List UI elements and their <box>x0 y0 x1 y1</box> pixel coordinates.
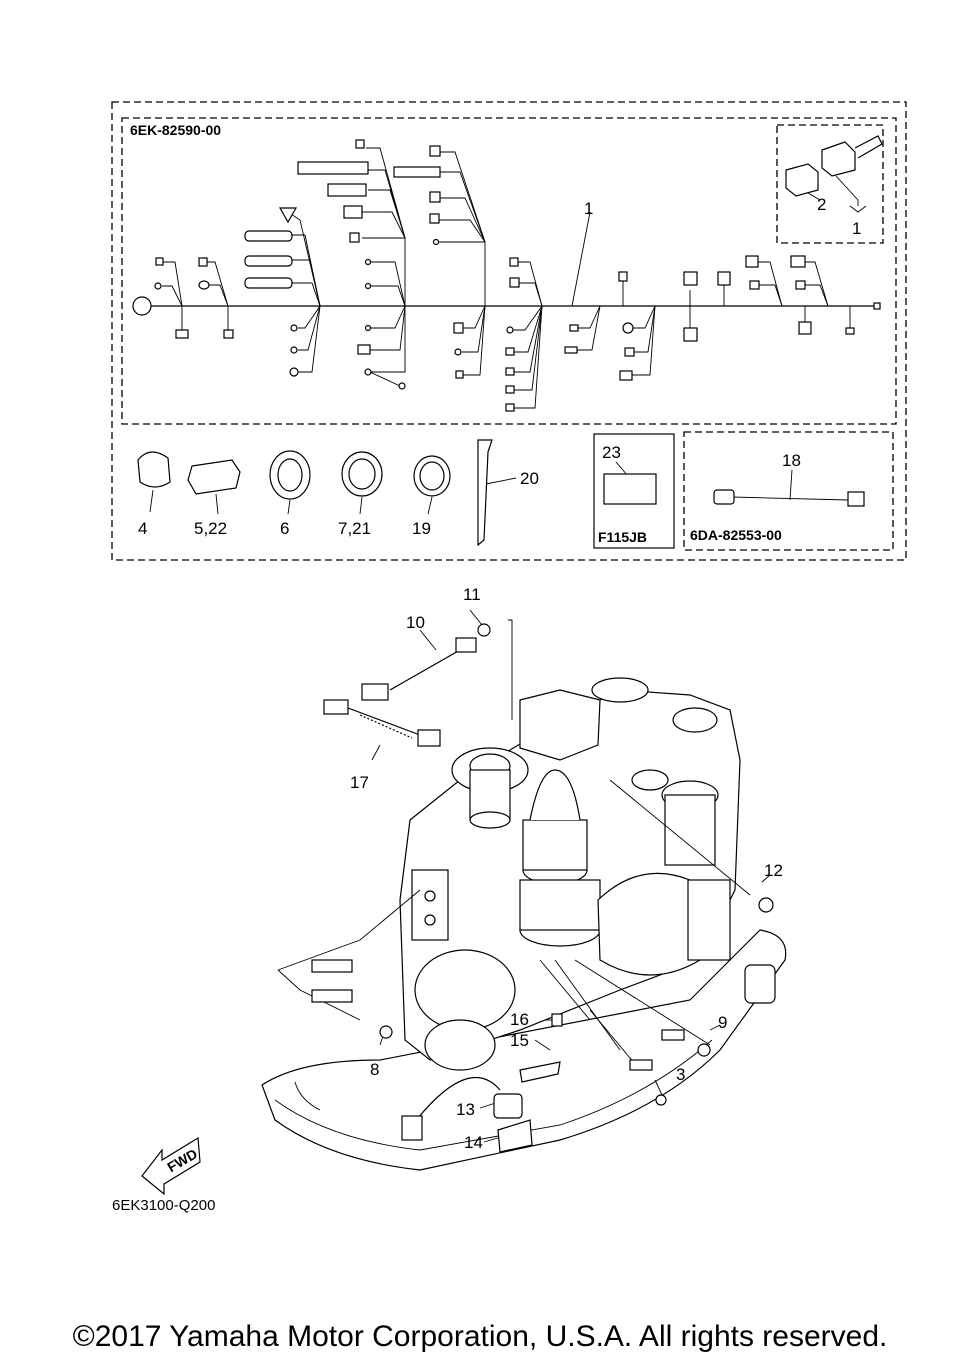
relay-part <box>603 473 657 505</box>
label-10: 10 <box>406 613 425 632</box>
label-19: 19 <box>412 519 431 538</box>
connector-detail-frame <box>776 124 884 244</box>
label-7-21: 7,21 <box>338 519 371 538</box>
connector-detail <box>785 135 883 213</box>
label-15: 15 <box>510 1031 529 1050</box>
sensor-10 <box>361 623 491 701</box>
label-18: 18 <box>782 451 801 470</box>
label-14: 14 <box>464 1133 483 1152</box>
label-23: 23 <box>602 443 621 462</box>
label-4: 4 <box>138 519 147 538</box>
kit-code-main: 6EK-82590-00 <box>130 122 221 138</box>
label-16: 16 <box>510 1010 529 1029</box>
sub-kit-frame <box>683 431 894 551</box>
label-9: 9 <box>718 1013 727 1032</box>
wire-harness <box>132 139 881 412</box>
sensor-17 <box>323 699 441 747</box>
label-20: 20 <box>520 469 539 488</box>
clamps <box>137 439 493 547</box>
label-12: 12 <box>764 861 783 880</box>
drawing-code: 6EK3100-Q200 <box>112 1197 215 1214</box>
f115jb-box <box>593 433 675 549</box>
harness-kit-frame <box>111 101 907 561</box>
kit-code-sub: 6DA-82553-00 <box>690 527 782 543</box>
harness-inner-frame <box>121 117 897 425</box>
label-17: 17 <box>350 773 369 792</box>
kit-code-box: F115JB <box>598 529 647 545</box>
label-1: 1 <box>584 199 593 218</box>
engine-block <box>261 677 787 1171</box>
fwd-arrow-icon: FWD <box>141 1136 201 1196</box>
copyright-notice: ©2017 Yamaha Motor Corporation, U.S.A. A… <box>72 1320 888 1353</box>
label-13: 13 <box>456 1100 475 1119</box>
label-11: 11 <box>463 585 481 604</box>
sub-harness-wire <box>731 496 849 501</box>
label-1-detail: 1 <box>852 219 861 238</box>
label-6: 6 <box>280 519 289 538</box>
label-8: 8 <box>370 1060 379 1079</box>
label-3: 3 <box>676 1065 685 1084</box>
label-5-22: 5,22 <box>194 519 227 538</box>
label-2: 2 <box>817 195 826 214</box>
